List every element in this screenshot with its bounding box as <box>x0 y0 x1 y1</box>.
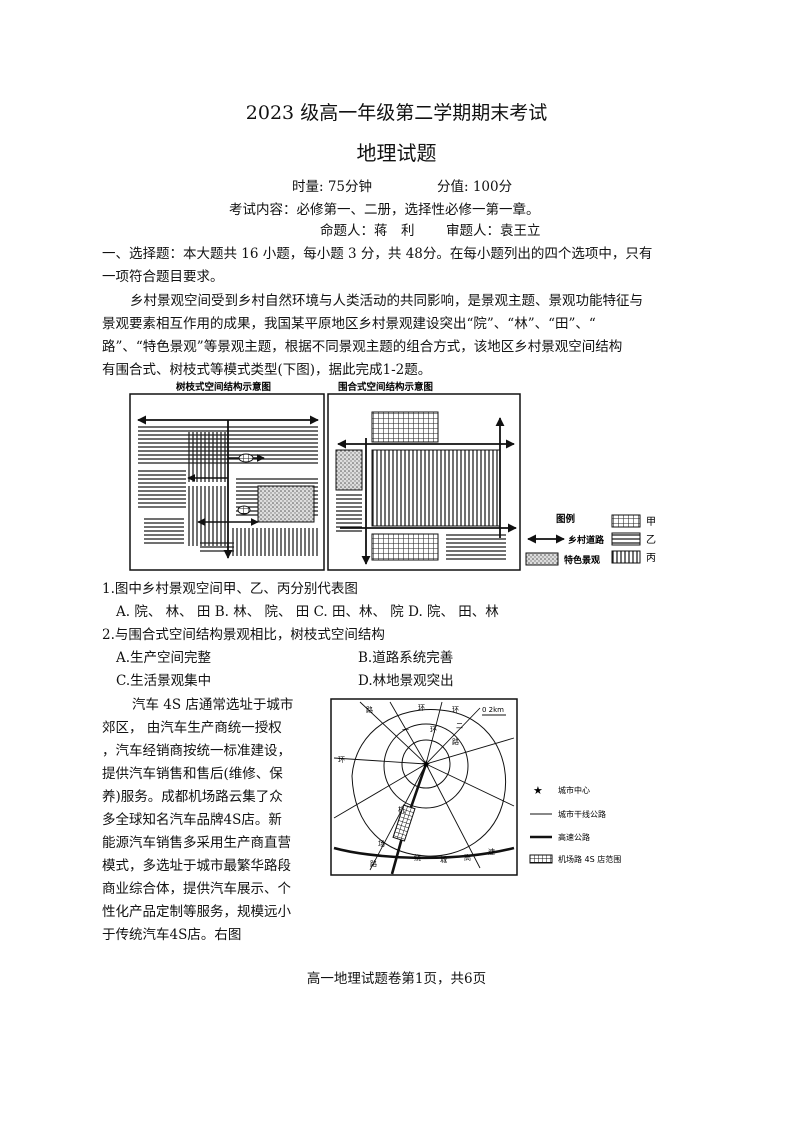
road-label: 机 <box>398 805 405 814</box>
passage-line: 有围合式、树枝式等模式类型(下图)，据此完成1-2题。 <box>102 362 432 378</box>
road-label: 环 <box>430 726 437 734</box>
passage-line: 能源汽车销售多采用生产商直营 <box>102 835 291 851</box>
legend-star-icon: ★ <box>533 784 543 797</box>
plot-yi <box>144 518 184 544</box>
plot-yi <box>200 542 234 552</box>
passage-line: ，汽车经销商按统一标准建设， <box>102 743 291 759</box>
legend-4s-area-swatch <box>529 854 553 864</box>
legend-jia: 甲 <box>646 517 656 528</box>
map-legend-highway: 高速公路 <box>558 832 590 842</box>
plot-bing <box>188 432 228 482</box>
map-legend-area: 机场路 4S 店范围 <box>558 854 621 864</box>
page-footer: 高一地理试题卷第1页，共6页 <box>306 971 487 987</box>
ring-road-2 <box>383 723 469 809</box>
landscape-structure-figure: 树枝式空间结构示意图 围合式空间结构示意图 图例 甲 乙 乡村道路 特色景观 丙 <box>129 381 656 571</box>
road-label: 场 <box>378 839 385 848</box>
ring-road-3 <box>351 709 507 857</box>
section-instructions: 一、选择题：本大题共 16 小题，每小题 3 分，共 48分。在每小题列出的四个… <box>102 246 653 262</box>
road-label: 路 <box>452 737 459 746</box>
road-label: 城 <box>440 856 447 864</box>
plot-yi <box>446 534 506 560</box>
plot-jia <box>371 411 439 443</box>
road-label: 环 <box>452 706 459 714</box>
passage-line: 乡村景观空间受到乡村自然环境与人类活动的共同影响，是景观主题、景观功能特征与 <box>130 293 643 309</box>
question-2-option-c: C.生活景观集中 <box>116 673 212 689</box>
legend-feature: 特色景观 <box>564 554 600 566</box>
road-label: 速 <box>488 848 495 856</box>
passage-line: 于传统汽车4S店。右图 <box>102 927 242 943</box>
question-2-option-b: B.道路系统完善 <box>358 650 454 666</box>
passage-line: 景观要素相互作用的成果，我国某平原地区乡村景观建设突出“院”、“林”、“田”、“ <box>102 316 596 332</box>
passage-line: 郊区， 由汽车生产商统一授权 <box>102 720 282 736</box>
exam-content: 考试内容：必修第一、二册，选择性必修一第一章。 <box>229 202 540 218</box>
passage-line: 模式，多选址于城市最繁华路段 <box>102 858 291 874</box>
legend-feature-swatch <box>525 552 559 566</box>
question-1-stem: 1.图中乡村景观空间甲、乙、丙分别代表图 <box>102 581 358 597</box>
plot-bing <box>371 449 501 527</box>
feature-landscape <box>335 449 363 491</box>
branch-panel-title: 树枝式空间结构示意图 <box>176 381 271 393</box>
airport-4s-area <box>392 804 416 842</box>
road-label: 环 <box>418 704 425 712</box>
road-label: 路 <box>366 705 373 714</box>
plot-bing <box>232 528 318 556</box>
question-2-option-d: D.林地景观突出 <box>358 673 454 689</box>
map-scale: 0 2km <box>482 706 504 714</box>
section-instructions-cont: 一项符合题目要求。 <box>102 269 224 285</box>
exam-score: 分值: 100分 <box>437 179 513 195</box>
ring-road-1 <box>401 739 451 789</box>
courtyard-node <box>237 505 251 515</box>
passage-line: 提供汽车销售和售后(维修、保 <box>102 766 283 782</box>
road-label: 路 <box>370 859 377 868</box>
enclosed-panel-title: 围合式空间结构示意图 <box>338 381 433 393</box>
road-label: 绕 <box>414 853 421 862</box>
passage-line: 养)服务。成都机场路云集了众 <box>102 789 283 805</box>
chengdu-airport-road-map: ★ 0 2km 路 环 环 一 环 路 二 环 机 场 路 绕 城 高 速 ★ … <box>330 698 621 876</box>
road-label: 二 <box>456 722 463 730</box>
plot-bing <box>188 486 228 546</box>
ring-expressway <box>333 846 515 860</box>
feature-landscape <box>257 485 315 523</box>
passage-line: 路”、“特色景观”等景观主题，根据不同景观主题的组合方式，该地区乡村景观空间结构 <box>102 339 623 355</box>
plot-jia <box>371 533 439 561</box>
legend-road: 乡村道路 <box>568 534 605 546</box>
exam-subtitle: 地理试题 <box>356 141 437 165</box>
exam-author: 命题人：蒋 利 <box>320 223 415 239</box>
passage-line: 多全球知名汽车品牌4S店。新 <box>102 812 282 828</box>
legend-title: 图例 <box>556 513 575 525</box>
legend-bing: 丙 <box>646 553 656 564</box>
passage-line: 商业综合体，提供汽车展示、个 <box>102 881 291 897</box>
road-label: 环 <box>338 756 345 764</box>
legend-yi: 乙 <box>646 534 656 546</box>
map-legend-road: 城市干线公路 <box>558 809 606 819</box>
question-1-options: A. 院、 林、 田 B. 林、 院、 田 C. 田、林、 院 D. 院、 田、… <box>116 604 499 620</box>
legend-yi-swatch <box>611 532 641 546</box>
passage-line: 汽车 4S 店通常选址于城市 <box>132 697 294 713</box>
arterial-roads <box>333 701 515 871</box>
passage-4s-stores: 汽车 4S 店通常选址于城市 郊区， 由汽车生产商统一授权 ，汽车经销商按统一标… <box>102 694 322 947</box>
legend-jia-swatch <box>611 514 641 528</box>
exam-reviewer: 审题人：袁王立 <box>446 223 541 239</box>
exam-title: 2023 级高一年级第二学期期末考试 <box>245 102 548 124</box>
question-2-stem: 2.与围合式空间结构景观相比，树枝式空间结构 <box>102 627 385 643</box>
plot-yi <box>138 470 186 510</box>
map-legend-center: 城市中心 <box>558 785 590 795</box>
question-2-option-a: A.生产空间完整 <box>116 650 212 666</box>
map-frame <box>330 698 518 876</box>
road-label: 一 <box>402 726 409 734</box>
courtyard-node <box>238 453 254 463</box>
road-label: 高 <box>464 853 471 862</box>
passage-line: 性化产品定制等服务，规模远小 <box>102 904 291 920</box>
legend-bing-swatch <box>611 550 641 564</box>
city-center-star-icon: ★ <box>421 758 431 771</box>
exam-time: 时量: 75分钟 <box>292 179 373 195</box>
